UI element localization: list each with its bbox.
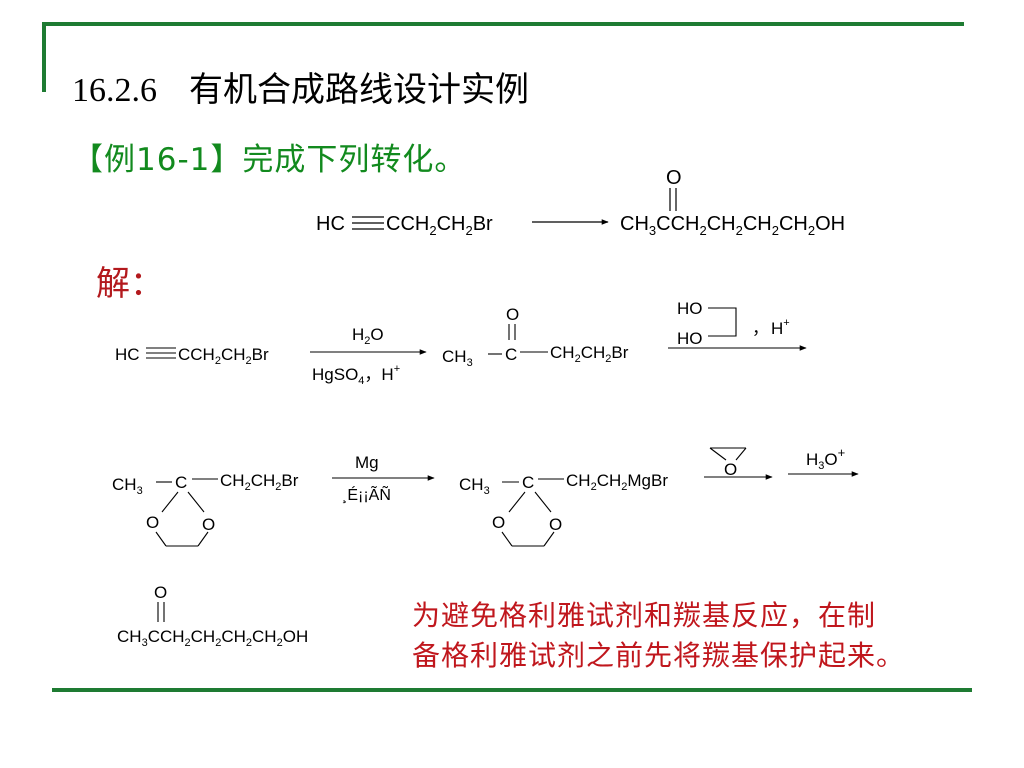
top-rule <box>42 22 964 26</box>
svg-text:O: O <box>492 513 505 532</box>
svg-text:CH3: CH3 <box>112 475 143 497</box>
ketal-intermediate: CH3 C CH2CH2Br O O <box>112 471 299 547</box>
product-keto-o: O <box>666 167 682 189</box>
step1-reagents: H2O HgSO4，H+ <box>310 325 427 387</box>
svg-text:O: O <box>154 583 167 602</box>
svg-text:O: O <box>549 515 562 534</box>
svg-text:HC: HC <box>115 345 140 364</box>
svg-text:O: O <box>146 513 159 532</box>
svg-text:CH2CH2Br: CH2CH2Br <box>550 343 629 365</box>
svg-text:CCH2CH2Br: CCH2CH2Br <box>178 345 269 367</box>
step3-reagents: Mg ¸É¡¡ÃÑ <box>332 453 435 504</box>
bottom-rule <box>52 688 972 692</box>
example-heading: 【例16-1】完成下列转化。 <box>72 142 467 178</box>
intermediate-ketone: O CH3 C CH2CH2Br <box>442 305 629 369</box>
note-line-2: 备格利雅试剂之前先将羰基保护起来。 <box>412 639 906 672</box>
page-title: 16.2.6 有机合成路线设计实例 <box>72 62 529 111</box>
svg-text:H2O: H2O <box>352 325 384 347</box>
svg-text:O: O <box>724 460 737 479</box>
step1-reactant: HC CCH2CH2Br <box>115 345 269 367</box>
svg-text:CH3: CH3 <box>442 347 473 369</box>
step4-reagents: H3O+ <box>788 445 859 477</box>
section-title: 有机合成路线设计实例 <box>189 72 529 109</box>
svg-text:C: C <box>522 473 534 492</box>
grignard-intermediate: CH3 C CH2CH2MgBr O O <box>459 471 668 547</box>
svg-text:C: C <box>505 345 517 364</box>
svg-text:CCH2CH2Br: CCH2CH2Br <box>386 213 493 238</box>
note-line-1: 为避免格利雅试剂和羰基反应，在制 <box>412 599 877 632</box>
solution-label: 解： <box>96 264 164 304</box>
svg-text:HO: HO <box>677 329 703 348</box>
section-number: 16.2.6 <box>72 72 157 109</box>
svg-text:CH2CH2MgBr: CH2CH2MgBr <box>566 471 668 493</box>
svg-text:CH3CCH2CH2CH2CH2OH: CH3CCH2CH2CH2CH2OH <box>117 627 308 649</box>
target-product: O CH3CCH2CH2CH2CH2OH <box>620 167 845 238</box>
svg-text:H3O+: H3O+ <box>806 445 845 472</box>
svg-text:CH3CCH2CH2CH2CH2OH: CH3CCH2CH2CH2CH2OH <box>620 213 845 238</box>
svg-text:CH2CH2Br: CH2CH2Br <box>220 471 299 493</box>
svg-text:Mg: Mg <box>355 453 379 472</box>
epoxide-reagent: O <box>704 447 773 480</box>
svg-text:O: O <box>202 515 215 534</box>
svg-text:C: C <box>175 473 187 492</box>
sm-hc: HC <box>316 213 345 235</box>
svg-text:HgSO4，H+: HgSO4，H+ <box>312 363 400 387</box>
final-product: O CH3CCH2CH2CH2CH2OH <box>117 583 308 649</box>
step2-reagents: HO HO ，H+ <box>668 299 807 351</box>
svg-text:O: O <box>506 305 519 324</box>
explanation-note: 为避免格利雅试剂和羰基反应，在制 备格利雅试剂之前先将羰基保护起来。 <box>412 596 905 676</box>
left-rule <box>42 22 46 92</box>
svg-text:CH3: CH3 <box>459 475 490 497</box>
svg-text:¸É¡¡ÃÑ: ¸É¡¡ÃÑ <box>342 484 391 504</box>
svg-text:，H+: ，H+ <box>752 317 790 338</box>
starting-material: HC CCH2CH2Br <box>316 213 493 238</box>
svg-text:HO: HO <box>677 299 703 318</box>
